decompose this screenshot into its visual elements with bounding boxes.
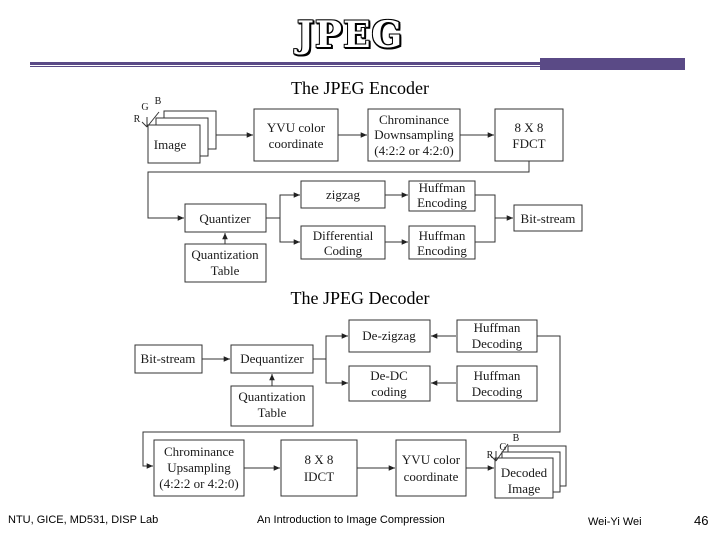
- dec-yvu-label-2: coordinate: [404, 469, 459, 484]
- title-rule: [30, 62, 685, 65]
- enc-quantizer-label: Quantizer: [199, 211, 251, 226]
- dec-qtable-label-2: Table: [258, 405, 287, 420]
- dec-image-label-1: Decoded: [501, 465, 548, 480]
- dec-chroma-label-3: (4:2:2 or 4:2:0): [159, 476, 238, 491]
- enc-qtable-box: [184, 243, 267, 283]
- dec-yvu-label-1: YVU color: [402, 452, 461, 467]
- footer-affiliation: NTU, GICE, MD531, DISP Lab: [8, 514, 159, 526]
- dec-huffman2-label-2: Decoding: [472, 384, 523, 399]
- page-number: 46: [694, 513, 709, 528]
- dec-g-label: G: [499, 442, 506, 453]
- dec-chroma-box: [153, 439, 245, 497]
- decoder-heading: The JPEG Decoder: [290, 288, 430, 308]
- dec-bitstream-label: Bit-stream: [141, 351, 196, 366]
- dec-huffman2-label-1: Huffman: [474, 368, 521, 383]
- enc-chroma-label-2: Downsampling: [374, 127, 454, 142]
- dec-image-box: [494, 457, 554, 499]
- enc-huffman2-label-1: Huffman: [419, 228, 466, 243]
- enc-huffman1-label-1: Huffman: [419, 180, 466, 195]
- dec-chroma-label-2: Upsampling: [167, 460, 231, 475]
- dec-b-label: B: [513, 433, 520, 444]
- title-rule-accent: [540, 58, 685, 70]
- encoder-heading: The JPEG Encoder: [291, 78, 429, 98]
- enc-diff-label-1: Differential: [313, 228, 374, 243]
- enc-chroma-label-1: Chrominance: [379, 112, 449, 127]
- enc-huffman1-box: [408, 180, 476, 212]
- dec-dequantizer-box: [230, 344, 314, 374]
- enc-fdct-label-1: 8 X 8: [515, 120, 544, 135]
- dec-dedc-label-2: coding: [371, 384, 407, 399]
- enc-yvu-label-2: coordinate: [269, 136, 324, 151]
- dec-bitstream-box: [134, 344, 203, 374]
- enc-chroma-box: [367, 108, 461, 162]
- dec-huffman2-box: [456, 365, 538, 402]
- dec-huffman1-label-2: Decoding: [472, 336, 523, 351]
- enc-image-label: Image: [154, 137, 187, 152]
- enc-huffman1-label-2: Encoding: [417, 195, 467, 210]
- enc-r-label: R: [134, 114, 141, 125]
- enc-fdct-box: [494, 108, 564, 162]
- enc-qtable-label-1: Quantization: [191, 247, 259, 262]
- dec-huffman1-box: [456, 319, 538, 353]
- enc-image-box: [147, 124, 201, 164]
- enc-bitstream-label: Bit-stream: [521, 211, 576, 226]
- slide-title: JPEG: [296, 14, 404, 56]
- enc-quantizer-box: [184, 203, 267, 233]
- dec-r-label: R: [487, 450, 494, 461]
- enc-huffman2-label-2: Encoding: [417, 243, 467, 258]
- dec-image-label-2: Image: [508, 481, 541, 496]
- dec-chroma-label-1: Chrominance: [164, 444, 234, 459]
- enc-yvu-label-1: YVU color: [267, 120, 326, 135]
- enc-zigzag-label: zigzag: [326, 187, 360, 202]
- enc-diff-box: [300, 225, 386, 260]
- dec-dedc-box: [348, 365, 431, 402]
- dec-idct-box: [280, 439, 358, 497]
- dec-dequantizer-label: Dequantizer: [240, 351, 304, 366]
- enc-diff-label-2: Coding: [324, 243, 363, 258]
- dec-idct-label-2: IDCT: [304, 469, 334, 484]
- enc-huffman2-box: [408, 225, 476, 260]
- dec-dezigzag-box: [348, 319, 431, 353]
- title-rule-thin: [30, 66, 685, 67]
- dec-dedc-label-1: De-DC: [370, 368, 408, 383]
- enc-qtable-label-2: Table: [211, 263, 240, 278]
- enc-zigzag-box: [300, 180, 386, 209]
- enc-yvu-box: [253, 108, 339, 162]
- enc-bitstream-box: [513, 204, 583, 232]
- dec-yvu-box: [395, 439, 467, 497]
- enc-fdct-label-2: FDCT: [512, 136, 545, 151]
- enc-g-label: G: [141, 102, 148, 113]
- footer-course-title: An Introduction to Image Compression: [257, 514, 445, 526]
- enc-b-label: B: [155, 96, 162, 107]
- dec-qtable-box: [230, 385, 314, 427]
- dec-huffman1-label-1: Huffman: [474, 320, 521, 335]
- dec-idct-label-1: 8 X 8: [305, 452, 334, 467]
- footer-author: Wei-Yi Wei: [588, 516, 642, 528]
- dec-qtable-label-1: Quantization: [238, 389, 306, 404]
- dec-dezigzag-label: De-zigzag: [362, 328, 416, 343]
- enc-chroma-label-3: (4:2:2 or 4:2:0): [374, 143, 453, 158]
